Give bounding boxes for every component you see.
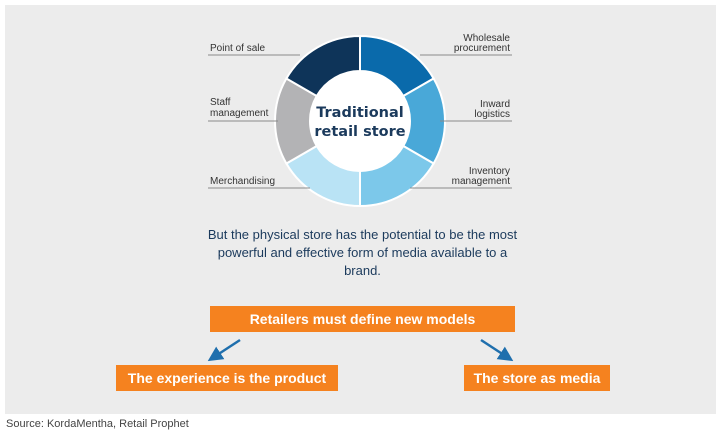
label-staff-line1: Staff — [210, 97, 231, 108]
experience-is-product-box: The experience is the product — [116, 365, 338, 391]
arrow-to-experience — [207, 338, 241, 362]
media-potential-message: But the physical store has the potential… — [207, 227, 518, 278]
label-wholesale-line1: Wholesale — [463, 33, 510, 44]
new-models-box: Retailers must define new models — [210, 306, 515, 332]
store-as-media-box: The store as media — [464, 365, 610, 391]
label-inward-line1: Inward — [480, 99, 510, 110]
label-merchandising: Merchandising — [210, 176, 275, 187]
arrow-to-media — [480, 338, 514, 362]
label-inventory-line1: Inventory — [469, 166, 510, 177]
source-note: Source: KordaMentha, Retail Prophet — [6, 418, 189, 430]
label-pos: Point of sale — [210, 43, 265, 54]
label-inventory-line2: management — [452, 176, 511, 187]
label-staff-line2: management — [210, 108, 269, 119]
label-inward-line2: logistics — [474, 109, 510, 120]
label-wholesale-line2: procurement — [454, 43, 510, 54]
center-label-line2: retail store — [314, 124, 405, 140]
center-label-line1: Traditional — [316, 105, 404, 121]
donut-center — [310, 71, 410, 171]
